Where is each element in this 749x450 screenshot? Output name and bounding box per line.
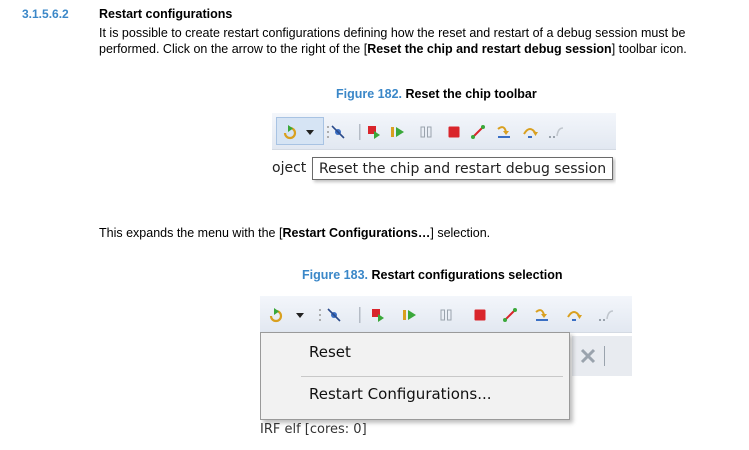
debug-target-label: IRF elf [cores: 0] (260, 422, 367, 436)
toolbar (272, 113, 616, 150)
skip-breakpoints-icon[interactable] (330, 124, 346, 140)
figure-number: Figure 182. (336, 87, 402, 101)
resume-with-breakpoint-icon[interactable] (370, 307, 386, 323)
figure-182-caption: Figure 182. Reset the chip toolbar (336, 87, 537, 101)
dropdown-menu: Reset Restart Configurations... (260, 332, 570, 420)
intro-text-a: It is possible to create restart configu… (99, 26, 686, 56)
reset-chip-button-highlight[interactable] (276, 117, 324, 145)
figure-183-caption: Figure 183. Restart configurations selec… (302, 268, 563, 282)
expands-paragraph: This expands the menu with the [Restart … (99, 226, 744, 242)
menu-separator (301, 376, 563, 377)
toolbar-divider (352, 124, 361, 140)
disconnect-icon[interactable] (470, 124, 486, 140)
expands-text-b: ] selection. (430, 226, 491, 240)
step-over-icon[interactable] (566, 307, 582, 323)
tooltip: Reset the chip and restart debug session (312, 157, 614, 180)
section-title: Restart configurations (99, 7, 233, 21)
menu-item-reset[interactable]: Reset (309, 343, 351, 361)
resume-icon[interactable] (390, 124, 406, 140)
resume-icon[interactable] (402, 307, 418, 323)
step-into-icon[interactable] (496, 124, 512, 140)
intro-text-bold: Reset the chip and restart debug session (367, 41, 612, 56)
intro-text-b: ] toolbar icon. (611, 41, 687, 56)
figure-183-screenshot: Reset Restart Configurations... IRF elf … (260, 296, 632, 436)
reset-chip-icon[interactable] (282, 124, 298, 140)
step-over-icon[interactable] (522, 124, 538, 140)
resume-with-breakpoint-icon[interactable] (366, 124, 382, 140)
toolbar-divider (352, 307, 361, 323)
suspend-icon[interactable] (418, 124, 434, 140)
step-into-icon[interactable] (534, 307, 550, 323)
toolbar (260, 296, 632, 333)
project-tab-label[interactable]: oject (272, 160, 307, 176)
figure-182-screenshot: oject Reset the chip and restart debug s… (272, 113, 616, 197)
panel-divider (604, 346, 605, 366)
intro-paragraph: It is possible to create restart configu… (99, 26, 744, 57)
separator-dots (320, 124, 329, 140)
figure-title: Restart configurations selection (371, 268, 563, 282)
expands-text-a: This expands the menu with the [ (99, 226, 283, 240)
suspend-icon[interactable] (438, 307, 454, 323)
step-return-icon[interactable] (598, 307, 614, 323)
reset-chip-icon[interactable] (268, 307, 284, 323)
side-view-panel (572, 336, 632, 376)
skip-breakpoints-icon[interactable] (326, 307, 342, 323)
expands-text-bold: Restart Configurations… (282, 226, 431, 240)
dropdown-arrow-icon[interactable] (292, 307, 308, 323)
section-number: 3.1.5.6.2 (22, 7, 69, 21)
terminate-icon[interactable] (472, 307, 488, 323)
remove-all-icon[interactable] (580, 348, 596, 364)
dropdown-arrow-icon[interactable] (302, 124, 318, 140)
menu-item-restart-configurations[interactable]: Restart Configurations... (309, 385, 492, 403)
disconnect-icon[interactable] (502, 307, 518, 323)
tooltip-text: Reset the chip and restart debug session (319, 161, 607, 177)
step-return-icon[interactable] (548, 124, 564, 140)
figure-number: Figure 183. (302, 268, 368, 282)
figure-title: Reset the chip toolbar (405, 87, 537, 101)
terminate-icon[interactable] (446, 124, 462, 140)
separator-dots (312, 307, 321, 323)
